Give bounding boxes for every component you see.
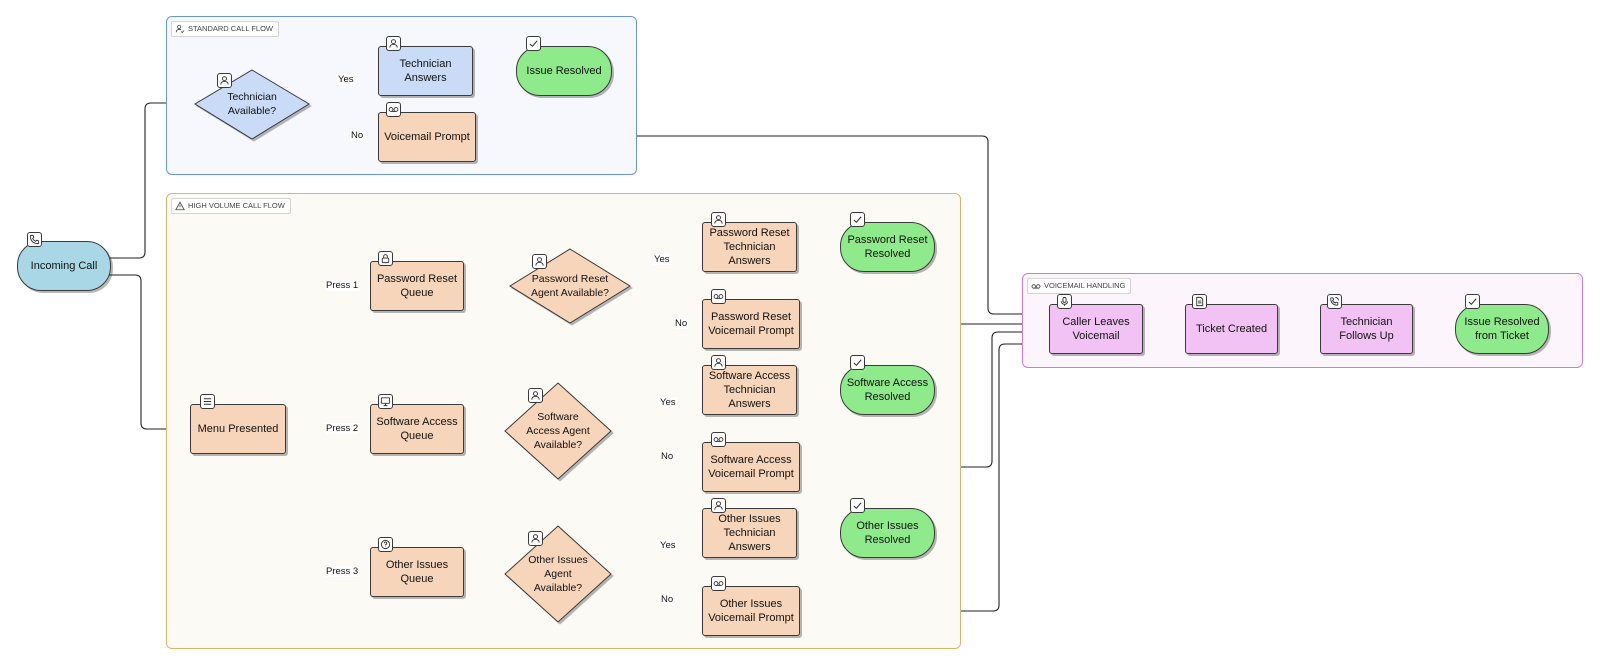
user-icon bbox=[528, 531, 543, 546]
oi-voicemail-prompt-node[interactable]: Other Issues Voicemail Prompt bbox=[702, 586, 800, 636]
oi-resolved-node[interactable]: Other Issues Resolved bbox=[840, 508, 935, 558]
incoming-call-node[interactable]: Incoming Call bbox=[17, 241, 111, 291]
user-check-icon bbox=[175, 24, 185, 34]
edge-label-no: No bbox=[660, 451, 675, 462]
edge-sa-vm-to-caller bbox=[800, 332, 1049, 468]
high-volume-call-flow-label: HIGH VOLUME CALL FLOW bbox=[171, 198, 291, 214]
ticket-created-node[interactable]: Ticket Created bbox=[1185, 304, 1278, 354]
sa-voicemail-prompt-node[interactable]: Software Access Voicemail Prompt bbox=[702, 442, 800, 492]
edge-label-no: No bbox=[350, 130, 365, 141]
edge-label-press1: Press 1 bbox=[325, 280, 360, 291]
microphone-icon bbox=[1057, 294, 1072, 309]
edge-label-no: No bbox=[674, 318, 689, 329]
check-icon bbox=[850, 355, 865, 370]
other-issues-queue-node[interactable]: Other Issues Queue bbox=[370, 547, 464, 597]
check-icon bbox=[1465, 294, 1480, 309]
monitor-icon bbox=[378, 394, 393, 409]
tech-available-label: Technician Available? bbox=[227, 91, 277, 117]
edge-label-yes: Yes bbox=[337, 74, 355, 85]
sa-technician-answers-node[interactable]: Software Access Technician Answers bbox=[702, 365, 797, 415]
menu-presented-node[interactable]: Menu Presented bbox=[190, 404, 286, 454]
phone-icon bbox=[27, 232, 42, 247]
oi-agent-diamond[interactable] bbox=[504, 525, 612, 623]
voicemail-icon bbox=[1031, 284, 1041, 289]
edge-label-yes: Yes bbox=[659, 397, 677, 408]
pr-agent-label: Password Reset Agent Available? bbox=[530, 273, 610, 299]
edge-oi-vm-to-caller bbox=[800, 344, 1049, 612]
edge-label-yes: Yes bbox=[653, 254, 671, 265]
check-icon bbox=[850, 498, 865, 513]
menu-icon bbox=[200, 394, 215, 409]
software-access-queue-node[interactable]: Software Access Queue bbox=[370, 404, 464, 454]
edge-label-press3: Press 3 bbox=[325, 566, 360, 577]
pr-technician-answers-node[interactable]: Password Reset Technician Answers bbox=[702, 222, 797, 272]
edge-voicemail-to-caller bbox=[476, 135, 1049, 314]
password-reset-queue-node[interactable]: Password Reset Queue bbox=[370, 261, 464, 311]
pr-resolved-node[interactable]: Password Reset Resolved bbox=[840, 222, 935, 272]
help-circle-icon bbox=[378, 537, 393, 552]
pr-voicemail-prompt-node[interactable]: Password Reset Voicemail Prompt bbox=[702, 299, 800, 349]
edge-incoming-to-menu bbox=[108, 274, 190, 429]
voicemail-prompt-node[interactable]: Voicemail Prompt bbox=[378, 112, 476, 162]
lock-icon bbox=[378, 251, 393, 266]
phone-call-icon bbox=[1327, 294, 1342, 309]
oi-technician-answers-node[interactable]: Other Issues Technician Answers bbox=[702, 508, 797, 558]
user-icon bbox=[532, 254, 547, 269]
check-icon bbox=[850, 212, 865, 227]
user-icon bbox=[711, 212, 726, 227]
standard-call-flow-label: STANDARD CALL FLOW bbox=[171, 21, 280, 37]
voicemail-icon bbox=[386, 102, 401, 117]
edge-label-press2: Press 2 bbox=[325, 423, 360, 434]
document-icon bbox=[1192, 294, 1207, 309]
voicemail-icon bbox=[711, 432, 726, 447]
issue-resolved-node[interactable]: Issue Resolved bbox=[516, 46, 612, 96]
voicemail-handling-label: VOICEMAIL HANDLING bbox=[1027, 278, 1132, 294]
caller-leaves-voicemail-node[interactable]: Caller Leaves Voicemail bbox=[1049, 304, 1143, 354]
issue-resolved-ticket-node[interactable]: Issue Resolved from Ticket bbox=[1455, 304, 1549, 354]
edge-incoming-to-tech-available bbox=[108, 103, 196, 259]
edge-label-no: No bbox=[660, 594, 675, 605]
user-icon bbox=[386, 36, 401, 51]
technician-follows-up-node[interactable]: Technician Follows Up bbox=[1320, 304, 1413, 354]
oi-agent-label: Other Issues Agent Available? bbox=[528, 554, 588, 594]
technician-answers-node[interactable]: Technician Answers bbox=[378, 46, 473, 96]
user-icon bbox=[711, 498, 726, 513]
voicemail-icon bbox=[711, 576, 726, 591]
voicemail-icon bbox=[711, 289, 726, 304]
warning-triangle-icon bbox=[175, 201, 185, 211]
check-icon bbox=[526, 36, 541, 51]
edge-label-yes: Yes bbox=[659, 540, 677, 551]
user-icon bbox=[711, 355, 726, 370]
user-icon bbox=[217, 73, 232, 88]
user-icon bbox=[528, 388, 543, 403]
sa-agent-label: Software Access Agent Available? bbox=[526, 411, 590, 451]
sa-agent-diamond[interactable] bbox=[504, 382, 612, 480]
sa-resolved-node[interactable]: Software Access Resolved bbox=[840, 365, 935, 415]
